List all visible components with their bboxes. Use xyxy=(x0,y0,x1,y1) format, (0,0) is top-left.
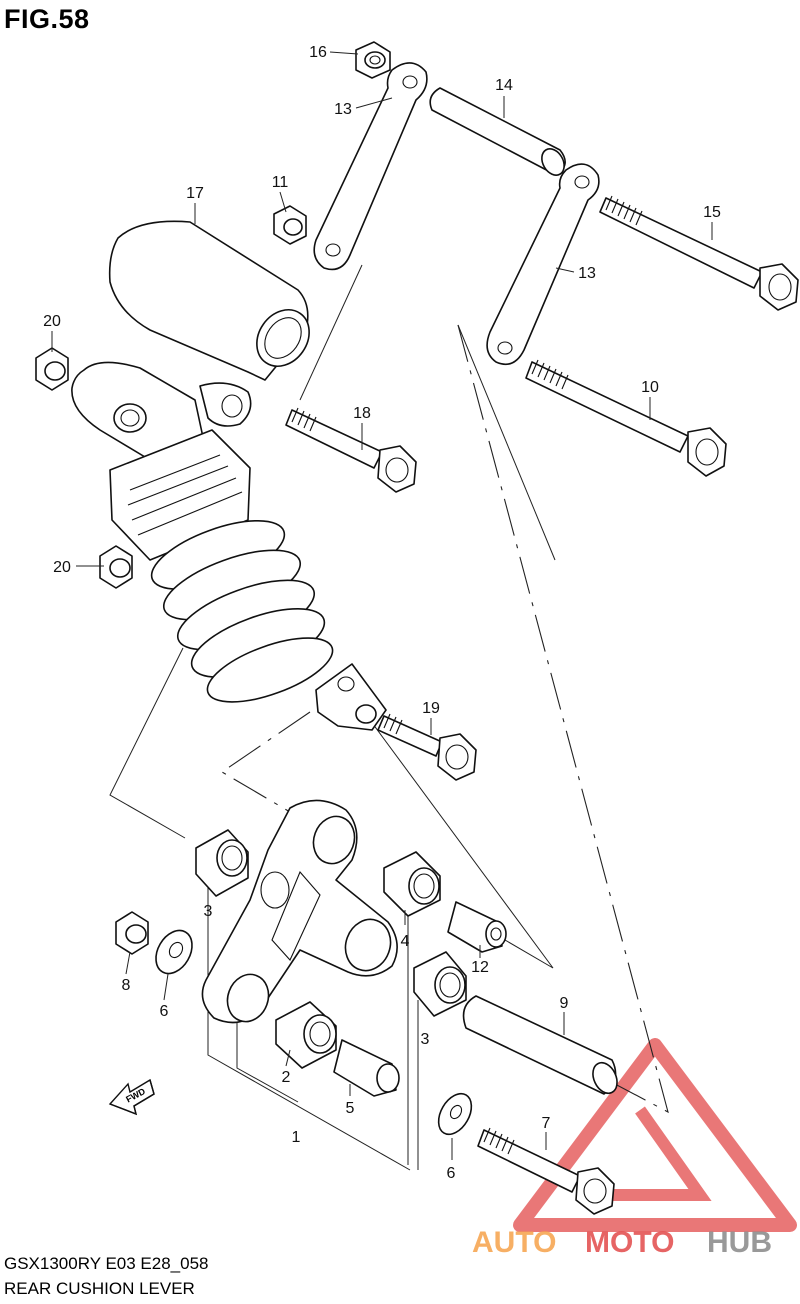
callout-16: 16 xyxy=(309,44,327,61)
callout-12: 12 xyxy=(471,959,489,976)
part-6-washer-right xyxy=(437,1092,473,1136)
watermark-moto: MOTO xyxy=(585,1226,674,1259)
callout-13-upper: 13 xyxy=(334,101,352,118)
callout-leaders xyxy=(51,51,713,1160)
callout-10: 10 xyxy=(641,379,659,396)
part-4-bearing xyxy=(383,851,441,917)
figure-title: FIG.58 xyxy=(4,4,90,34)
callout-11: 11 xyxy=(272,174,289,191)
callout-20-upper: 20 xyxy=(43,313,61,330)
callout-3-upper: 3 xyxy=(204,903,213,920)
callout-7: 7 xyxy=(542,1115,551,1132)
callout-2: 2 xyxy=(282,1069,291,1086)
part-7-bolt xyxy=(477,1127,615,1215)
callout-6-left: 6 xyxy=(160,1003,169,1020)
callout-15: 15 xyxy=(703,204,721,221)
part-8-nut xyxy=(115,911,149,955)
callout-17: 17 xyxy=(186,185,204,202)
part-13-link-plate-upper xyxy=(313,62,428,271)
callout-20-lower: 20 xyxy=(53,559,71,576)
part-11-nut xyxy=(273,205,307,245)
part-2-bearing xyxy=(275,1001,337,1069)
callout-4: 4 xyxy=(401,933,410,950)
watermark-hub: HUB xyxy=(707,1226,772,1259)
watermark-logo-icon xyxy=(513,1038,797,1232)
part-17-shock-absorber xyxy=(71,220,387,731)
footer-model-code: GSX1300RY E03 E28_058 xyxy=(4,1254,209,1273)
part-9-shaft xyxy=(462,995,618,1095)
watermark-text: AUTO MOTO HUB xyxy=(472,1226,772,1259)
callout-6-right: 6 xyxy=(447,1165,456,1182)
part-20-nut-lower xyxy=(99,545,133,589)
part-5-collar xyxy=(333,1039,400,1097)
callout-3-lower: 3 xyxy=(421,1031,430,1048)
part-12-collar xyxy=(447,901,507,953)
part-10-bolt xyxy=(525,359,727,477)
part-19-bolt xyxy=(377,713,477,781)
part-18-bolt xyxy=(285,407,417,493)
part-20-nut-upper xyxy=(35,347,69,391)
callout-1: 1 xyxy=(292,1129,301,1146)
part-15-bolt xyxy=(599,195,799,311)
callout-13-lower: 13 xyxy=(578,265,596,282)
callout-8: 8 xyxy=(122,977,131,994)
callout-9: 9 xyxy=(560,995,569,1012)
part-1-cushion-lever xyxy=(201,799,398,1024)
part-3-bearing-upper xyxy=(195,829,249,897)
callout-19: 19 xyxy=(422,700,440,717)
callout-14: 14 xyxy=(495,77,513,94)
callout-18: 18 xyxy=(353,405,371,422)
part-3-bearing-lower xyxy=(413,951,467,1017)
footer-assembly-name: REAR CUSHION LEVER xyxy=(4,1279,195,1298)
part-13-link-plate-lower xyxy=(486,163,600,366)
callout-5: 5 xyxy=(346,1100,355,1117)
assembly-guide-lines xyxy=(109,264,669,1171)
callout-numbers: 16 13 14 11 17 15 13 20 18 10 20 19 3 4 … xyxy=(43,44,721,1182)
fwd-arrow-icon: FWD xyxy=(108,1078,155,1116)
part-14-collar xyxy=(429,87,566,176)
watermark-auto: AUTO xyxy=(472,1226,556,1259)
part-16-nut xyxy=(355,41,391,79)
part-6-washer-left xyxy=(155,929,193,975)
